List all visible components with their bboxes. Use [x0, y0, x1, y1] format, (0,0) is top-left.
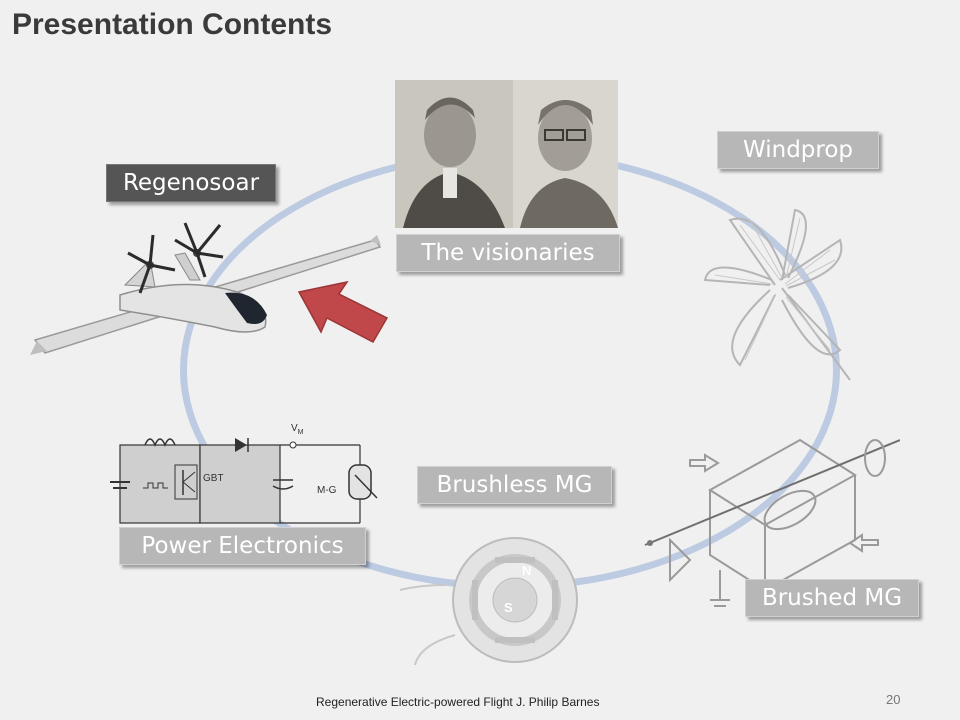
page-number: 20: [886, 692, 901, 707]
section-brushed-mg[interactable]: Brushed MG: [745, 579, 919, 617]
vm-label-main: V: [291, 423, 298, 434]
vm-label-sub: M: [297, 429, 304, 436]
windprop-illustration[interactable]: [700, 200, 860, 385]
section-power-electronics[interactable]: Power Electronics: [119, 527, 366, 565]
rotor-south-label: S: [504, 600, 513, 615]
section-visionaries[interactable]: The visionaries: [396, 234, 620, 272]
brushed-motor-illustration[interactable]: [640, 430, 901, 615]
regenosoar-aircraft[interactable]: [25, 215, 385, 360]
igbt-label: GBT: [203, 473, 224, 484]
visionaries-photo[interactable]: [395, 80, 618, 228]
vm-label: VM: [291, 423, 304, 436]
power-circuit-diagram[interactable]: VM GBT M-G: [105, 420, 390, 530]
page-title: Presentation Contents: [12, 8, 333, 41]
current-section-arrow: [295, 278, 390, 348]
mg-label: M-G: [317, 485, 337, 496]
rotor-north-label: N: [522, 563, 532, 578]
section-regenosoar[interactable]: Regenosoar: [106, 164, 276, 202]
section-brushless-mg[interactable]: Brushless MG: [417, 466, 612, 504]
section-windprop[interactable]: Windprop: [717, 131, 879, 169]
footer-text: Regenerative Electric-powered Flight J. …: [316, 695, 600, 709]
brushless-motor-illustration[interactable]: N S: [399, 505, 585, 666]
